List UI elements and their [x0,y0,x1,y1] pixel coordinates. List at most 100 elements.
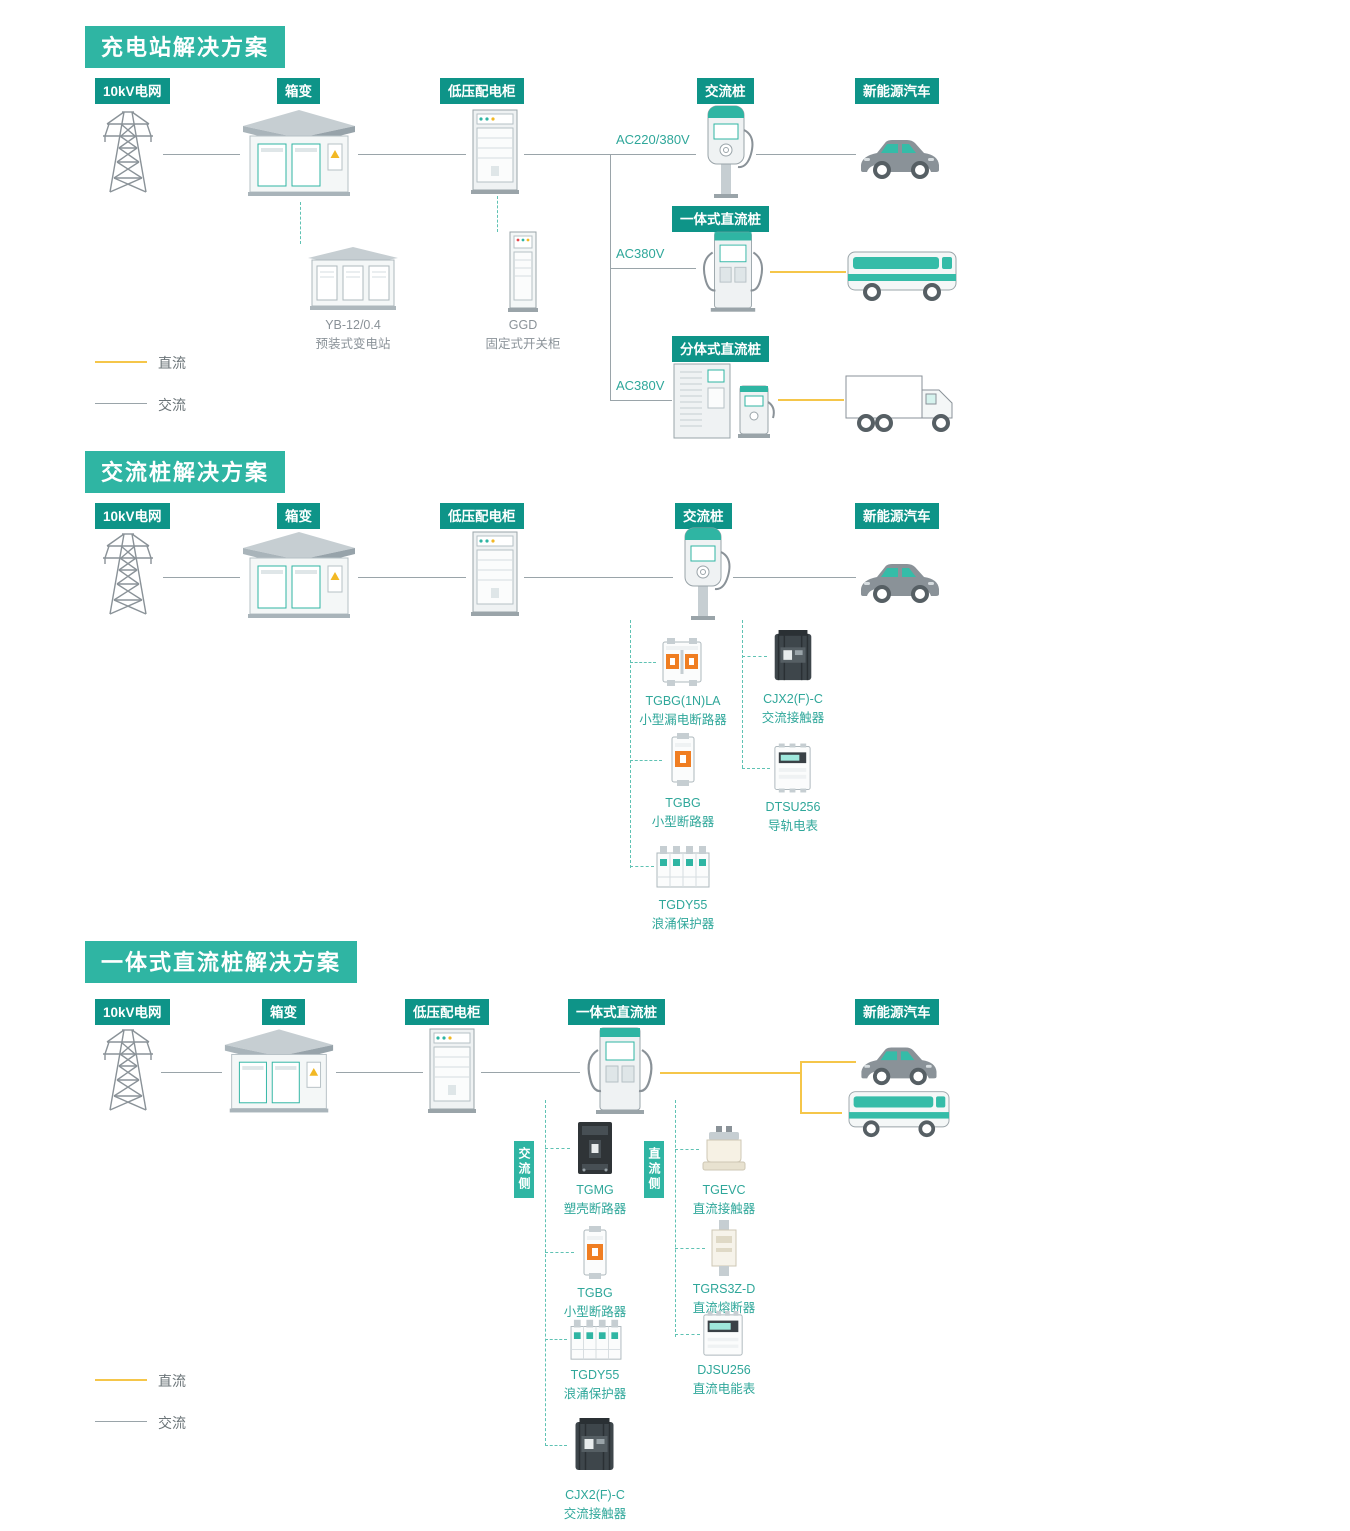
ac-side-tag: 交流侧 [514,1141,534,1198]
surge-protector-icon [654,841,712,891]
ev-truck-icon [844,372,960,436]
section2-title: 交流桩解决方案 [85,451,286,493]
component-name: 导轨电表 [767,818,818,833]
dash-cabinet-to-ggd [497,196,498,232]
s1-badge-lv-cabinet: 低压配电柜 [440,78,524,104]
ev-car-icon [856,1036,940,1088]
lv-distribution-cabinet-icon [466,106,524,196]
lv-distribution-cabinet-icon [466,528,524,618]
s3-badge-dc-pile: 一体式直流桩 [568,999,665,1025]
component-caption-spd: TGDY55 浪涌保护器 [623,896,743,934]
ggd-caption: GGD 固定式开关柜 [466,316,580,354]
ggd-model: GGD [508,318,538,332]
component-caption-contactor: CJX2(F)-C 交流接触器 [733,690,853,728]
component-name: 交流接触器 [761,710,825,725]
component-name: 浪涌保护器 [651,916,715,931]
component-model: TGRS3Z-D [692,1282,756,1296]
component-model: DJSU256 [697,1363,751,1377]
component-caption-spd: TGDY55 浪涌保护器 [535,1366,655,1404]
ev-car-icon [856,552,942,606]
lv-distribution-cabinet-icon [423,1024,481,1116]
line-grid-to-transformer [163,577,240,578]
ev-bus-icon [842,1088,956,1138]
legend1-ac-label: 交流 [158,397,186,413]
component-model: TGEVC [702,1183,746,1197]
box-transformer-icon [240,524,358,620]
dc-integrated-pile-icon [580,1022,660,1118]
transmission-tower-icon [95,106,161,194]
mccb-breaker-icon [570,1118,620,1178]
dc-bracket-vertical [800,1061,802,1114]
component-name: 交流接触器 [563,1506,627,1521]
component-caption-mcb: TGBG 小型断路器 [535,1284,655,1322]
component-model: CJX2(F)-C [565,1488,625,1502]
dash-stub-meter [742,768,770,769]
s1-badge-ac-pile: 交流桩 [697,78,754,104]
mcb-breaker-icon [574,1224,616,1281]
dash-dc-pile-dc-side [675,1100,676,1337]
dash-stub-mcb [545,1252,574,1253]
s1-badge-grid: 10kV电网 [95,78,170,104]
legend1-dc-line [95,361,147,363]
mcb-breaker-icon [662,731,704,788]
line-grid-to-transformer [161,1072,222,1073]
component-model: TGMG [576,1183,614,1197]
dash-stub-rcbo [630,662,656,663]
dc-side-tag: 直流侧 [644,1141,664,1198]
dc-line-pile-to-bus [770,271,846,273]
s2-badge-ac-pile: 交流桩 [675,503,732,529]
yb-model: YB-12/0.4 [325,318,381,332]
voltage-label-ac380-2: AC380V [616,378,665,393]
component-model: TGBG [665,796,701,810]
ev-car-icon [856,128,942,182]
dc-contactor-icon [699,1124,749,1174]
ac-charging-pile-icon [673,524,733,622]
ggd-name: 固定式开关柜 [485,336,561,351]
ev-bus-icon [846,248,958,302]
yb-substation-icon [306,242,400,312]
line-transformer-to-cabinet [358,577,466,578]
line-cabinet-to-dc-pile [481,1072,580,1073]
dash-stub-fuse [675,1248,705,1249]
component-name: 直流电能表 [692,1381,756,1396]
s3-badge-grid: 10kV电网 [95,999,170,1025]
line-ac-pile-to-car [756,154,856,155]
legend1-ac-line [95,403,147,404]
component-name: 直流接触器 [692,1201,756,1216]
dash-stub-ac-contactor [545,1445,567,1446]
line-transformer-to-cabinet [336,1072,423,1073]
line-branch-to-dc-pile [610,268,696,269]
transmission-tower-icon [95,528,161,616]
ac-contactor-icon [767,628,819,684]
dc-line-pile-to-bracket [660,1072,800,1074]
line-branch-vertical [610,154,611,401]
yb-caption: YB-12/0.4 预装式变电站 [296,316,410,354]
din-rail-meter-icon [770,742,815,794]
s2-badge-ev: 新能源汽车 [855,503,939,529]
component-model: TGBG [577,1286,613,1300]
box-transformer-icon [240,102,358,198]
component-name: 小型断路器 [563,1304,627,1319]
line-grid-to-transformer [163,154,240,155]
component-caption-rcbo: TGBG(1N)LA 小型漏电断路器 [623,692,743,730]
component-caption-mcb: TGBG 小型断路器 [623,794,743,832]
s3-badge-lv-cabinet: 低压配电柜 [405,999,489,1025]
component-name: 塑壳断路器 [563,1201,627,1216]
dash-stub-spd [545,1339,567,1340]
component-name: 小型断路器 [651,814,715,829]
component-caption-ac-contactor: CJX2(F)-C 交流接触器 [535,1486,655,1524]
rcbo-breaker-icon [656,636,708,688]
s2-badge-transformer: 箱变 [277,503,320,529]
dc-line-pile-to-truck [778,399,844,401]
voltage-label-ac380-1: AC380V [616,246,665,261]
ggd-switchgear-icon [504,230,542,312]
component-caption-meter: DTSU256 导轨电表 [733,798,853,836]
ac-charging-pile-icon [696,102,756,200]
s2-badge-lv-cabinet: 低压配电柜 [440,503,524,529]
component-model: DTSU256 [765,800,821,814]
s3-badge-ev: 新能源汽车 [855,999,939,1025]
component-model: TGDY55 [658,898,708,912]
component-caption-dc-contactor: TGEVC 直流接触器 [664,1181,784,1219]
dash-dc-pile-ac-side [545,1100,546,1446]
